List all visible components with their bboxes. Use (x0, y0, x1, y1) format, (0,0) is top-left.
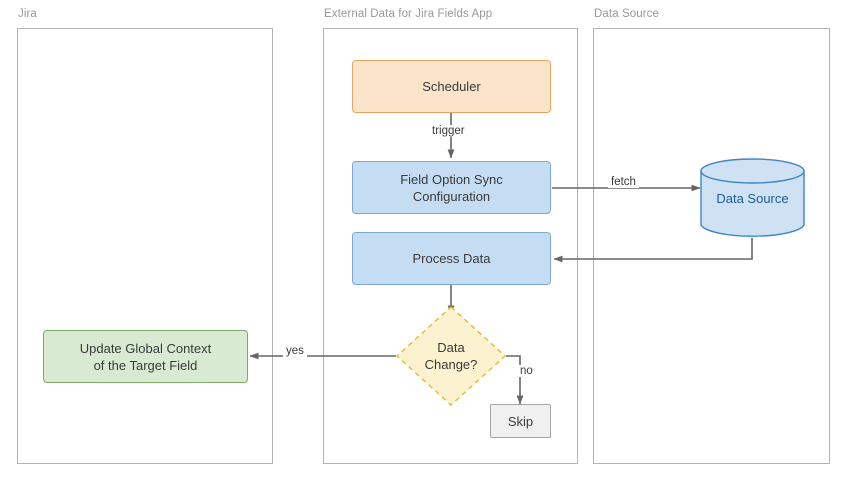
node-update-global-context[interactable]: Update Global Context of the Target Fiel… (43, 330, 248, 383)
edge-label-fetch: fetch (608, 176, 639, 188)
node-skip-label: Skip (507, 413, 534, 429)
node-update-global-line1: Update Global Context (79, 340, 212, 356)
swimlane-label-jira: Jira (18, 8, 37, 20)
node-scheduler[interactable]: Scheduler (352, 60, 551, 113)
swimlane-data-source (593, 28, 830, 464)
edge-label-no: no (517, 365, 536, 377)
swimlane-label-app: External Data for Jira Fields App (324, 8, 493, 20)
node-field-option-sync-line1: Field Option Sync (400, 171, 503, 187)
swimlane-jira (17, 28, 273, 464)
cylinder-body (700, 170, 805, 237)
node-update-global-line2: of the Target Field (93, 357, 198, 373)
node-data-change[interactable]: Data Change? (395, 306, 507, 406)
node-process-data[interactable]: Process Data (352, 232, 551, 285)
edge-label-trigger: trigger (429, 125, 468, 137)
node-data-source[interactable]: Data Source (700, 158, 805, 238)
swimlane-label-data-source: Data Source (594, 8, 660, 20)
node-process-data-label: Process Data (412, 251, 491, 266)
edge-label-yes: yes (283, 345, 307, 357)
node-field-option-sync-configuration[interactable]: Field Option Sync Configuration (352, 161, 551, 214)
node-skip[interactable]: Skip (490, 404, 551, 438)
diamond-shape (395, 306, 507, 406)
cylinder-top (700, 158, 805, 184)
node-scheduler-label: Scheduler (422, 79, 481, 94)
node-data-source-label: Data Source (716, 190, 789, 206)
node-field-option-sync-line2: Configuration (412, 188, 491, 204)
node-data-change-label: Data Change? (424, 340, 478, 372)
